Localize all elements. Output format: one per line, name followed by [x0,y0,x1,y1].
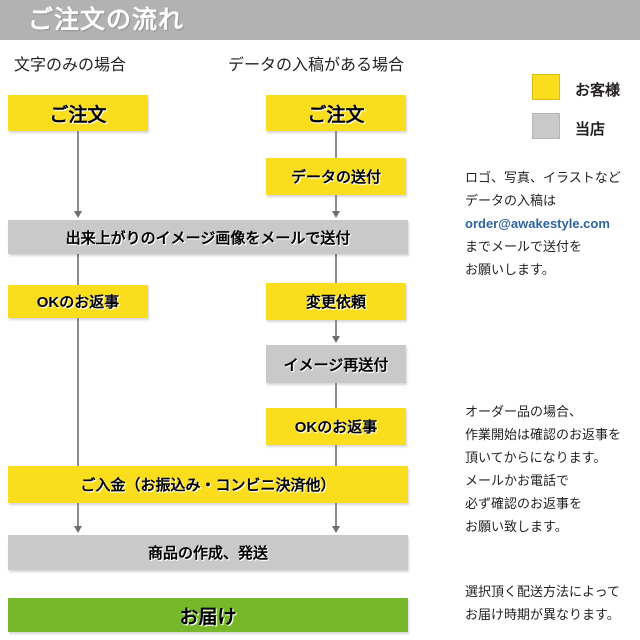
arrow-line-payment-to-production-right [335,503,337,528]
flow-box-left-ok-reply: OKのお返事 [8,285,148,318]
flow-box-image-preview-email: 出来上がりのイメージ画像をメールで送付 [8,220,408,254]
arrow-head-payment-to-production-left [74,526,82,533]
arrow-head-right-send-data-to-image [332,211,340,218]
arrow-line-right-order-to-send-data [335,131,337,158]
arrow-line-right-resend-to-ok [335,383,337,408]
arrow-line-right-send-data-to-image [335,195,337,213]
note-data-line5: お願いします。 [465,262,555,277]
note-data-line4: までメールで送付を [465,239,583,254]
legend-swatch-shop [532,113,560,139]
arrow-line-payment-to-production-left [77,503,79,528]
note-order-line6: お願い致します。 [465,519,568,534]
note-ship-line2: お届け時期が異なります。 [465,607,620,622]
flow-box-right-order: ご注文 [266,95,406,131]
flow-box-right-send-data: データの送付 [266,158,406,195]
header-bar [0,0,640,40]
arrow-line-right-change-to-resend [335,320,337,338]
note-order-confirmation: オーダー品の場合、 作業開始は確認のお返事を 頂いてからになります。 メールかお… [465,400,621,538]
note-order-line5: 必ず確認のお返事を [465,496,583,511]
legend-swatch-customer [532,74,560,100]
flow-box-right-change-request: 変更依頼 [266,283,406,320]
note-order-line1: オーダー品の場合、 [465,404,583,419]
arrow-head-payment-to-production-right [332,526,340,533]
flow-box-left-order: ご注文 [8,95,148,131]
arrow-line-left-order-to-image [77,131,79,213]
flow-box-right-image-resend: イメージ再送付 [266,345,406,383]
arrow-line-right-image-to-change [335,254,337,283]
legend-label-shop: 当店 [575,121,606,138]
email-address-link[interactable]: order@awakestyle.com [465,216,610,231]
note-data-submission: ロゴ、写真、イラストなど データの入稿は order@awakestyle.co… [465,166,621,281]
note-order-line3: 頂いてからになります。 [465,450,607,465]
arrow-head-left-order-to-image [74,211,82,218]
flow-box-delivery: お届け [8,598,408,632]
note-ship-line1: 選択頂く配送方法によって [465,584,620,599]
flow-box-payment: ご入金（お振込み・コンビニ決済他） [8,466,408,503]
flow-box-production-shipping: 商品の作成、発送 [8,535,408,570]
arrow-line-right-ok-to-payment [335,445,337,466]
note-order-line2: 作業開始は確認のお返事を [465,427,622,442]
arrow-line-left-image-to-ok [77,254,79,285]
note-data-line2: データの入稿は [465,193,557,208]
column-header-text-only: 文字のみの場合 [14,57,127,74]
arrow-head-right-change-to-resend [332,336,340,343]
column-header-with-data: データの入稿がある場合 [228,57,405,74]
page-title: ご注文の流れ [28,6,185,34]
note-shipping: 選択頂く配送方法によって お届け時期が異なります。 [465,580,620,626]
arrow-line-left-ok-to-payment [77,318,79,466]
note-order-line4: メールかお電話で [465,473,570,488]
note-data-line1: ロゴ、写真、イラストなど [465,170,621,185]
legend-label-customer: お客様 [575,82,621,99]
flow-box-right-ok-reply: OKのお返事 [266,408,406,445]
